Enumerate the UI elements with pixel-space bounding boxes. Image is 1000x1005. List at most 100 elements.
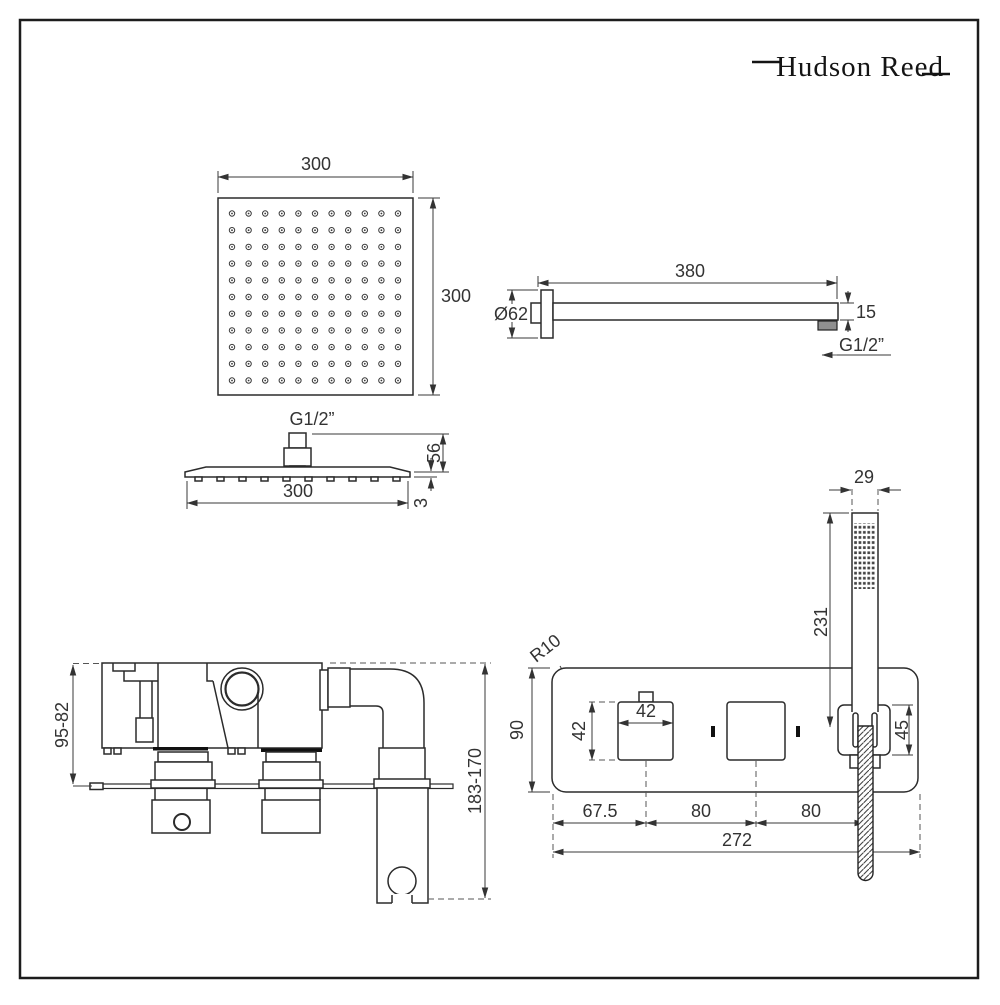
- spray-nozzle: [394, 360, 402, 367]
- spray-nozzle: [378, 377, 385, 384]
- view-head-top: 300 300: [217, 154, 471, 396]
- knob-width-label: 42: [636, 701, 656, 721]
- offset-left-label: 67.5: [582, 801, 617, 821]
- arm-flange-dia-label: Ø62: [494, 304, 528, 324]
- spray-nozzle: [295, 377, 302, 384]
- knob2-square: [726, 701, 786, 761]
- spray-nozzle: [345, 227, 352, 234]
- knob-height-label: 42: [569, 721, 589, 741]
- logo-text: Hudson Reed: [776, 51, 944, 83]
- spray-grid: [228, 210, 402, 384]
- spray-nozzle: [311, 327, 319, 334]
- spray-nozzle: [278, 377, 285, 384]
- spray-nozzle: [311, 293, 319, 301]
- spray-nozzle: [361, 360, 368, 367]
- shower-hose: [857, 725, 874, 882]
- valve-top-port: [220, 667, 264, 711]
- spray-nozzle: [361, 227, 368, 234]
- spray-nozzle: [295, 343, 302, 351]
- spray-nozzle: [328, 210, 335, 217]
- spray-nozzle: [361, 277, 368, 284]
- spray-nozzle: [245, 310, 252, 317]
- spray-nozzle: [394, 377, 402, 384]
- spray-nozzle: [295, 293, 302, 301]
- spray-nozzle: [394, 277, 402, 284]
- head-side-height-label: 56: [424, 443, 444, 463]
- spray-nozzle: [361, 343, 368, 351]
- spray-nozzle: [295, 210, 302, 217]
- spray-nozzle: [378, 260, 385, 267]
- spray-nozzle: [262, 260, 269, 267]
- valve-body: [101, 662, 323, 749]
- spray-nozzle: [262, 310, 269, 317]
- spray-nozzle: [311, 243, 319, 251]
- head-connector-base: [283, 447, 312, 467]
- spray-nozzle: [228, 343, 236, 351]
- head-top-height-label: 300: [441, 286, 471, 306]
- spray-nozzle: [378, 210, 385, 217]
- spray-nozzle: [295, 227, 302, 234]
- spray-nozzle: [278, 260, 285, 267]
- arm-length-label: 380: [675, 261, 705, 281]
- spray-nozzle: [311, 343, 319, 351]
- spray-nozzle: [278, 277, 285, 284]
- spray-nozzle: [262, 277, 269, 284]
- spray-nozzle: [228, 243, 236, 251]
- spray-nozzle: [345, 377, 352, 384]
- spray-nozzle: [345, 243, 352, 251]
- spray-nozzle: [278, 210, 285, 217]
- pitch-right-label: 80: [801, 801, 821, 821]
- spray-nozzle: [361, 210, 368, 217]
- spray-nozzle: [311, 227, 319, 234]
- spray-nozzle: [262, 210, 269, 217]
- valve-feet: [103, 747, 246, 755]
- spray-nozzle: [378, 327, 385, 334]
- spray-nozzle: [361, 310, 368, 317]
- head-side-plate: [184, 466, 411, 478]
- spray-nozzle: [262, 360, 269, 367]
- elbow-flange: [327, 667, 351, 708]
- spray-nozzle: [295, 327, 302, 334]
- spray-nozzle: [345, 260, 352, 267]
- outlet-size-label: 45: [892, 720, 912, 740]
- spray-nozzle: [295, 243, 302, 251]
- spray-nozzle: [295, 310, 302, 317]
- spray-nozzle: [378, 293, 385, 301]
- spray-nozzle: [345, 360, 352, 367]
- spray-nozzle: [295, 360, 302, 367]
- spray-nozzle: [262, 377, 269, 384]
- spray-nozzle: [278, 227, 285, 234]
- spray-nozzle: [378, 343, 385, 351]
- spray-nozzle: [378, 243, 385, 251]
- spray-nozzle: [311, 277, 319, 284]
- knob1-side: [151, 799, 211, 834]
- spray-nozzle: [394, 343, 402, 351]
- spray-nozzle: [262, 293, 269, 301]
- spray-nozzle: [311, 377, 319, 384]
- knob2-side: [261, 799, 321, 834]
- spray-nozzle: [245, 277, 252, 284]
- sheet-border: [18, 18, 980, 980]
- spray-nozzle: [245, 360, 252, 367]
- spray-nozzle: [262, 327, 269, 334]
- spray-nozzle: [394, 243, 402, 251]
- spray-nozzle: [378, 277, 385, 284]
- spray-nozzle: [228, 360, 236, 367]
- plate-tick-right: [796, 726, 800, 737]
- handset-length-label: 231: [811, 607, 831, 637]
- spray-nozzle: [245, 327, 252, 334]
- spray-nozzle: [262, 343, 269, 351]
- spray-nozzle: [311, 360, 319, 367]
- spray-nozzle: [345, 327, 352, 334]
- spray-nozzle: [245, 210, 252, 217]
- spray-nozzle: [345, 343, 352, 351]
- spray-nozzle: [394, 260, 402, 267]
- spray-nozzle: [278, 327, 285, 334]
- spray-nozzle: [328, 377, 335, 384]
- spray-nozzle: [245, 377, 252, 384]
- head-side-thread-label: G1/2”: [289, 409, 334, 429]
- spray-nozzle: [278, 243, 285, 251]
- view-head-side: G1/2” 56 3 300: [184, 409, 449, 509]
